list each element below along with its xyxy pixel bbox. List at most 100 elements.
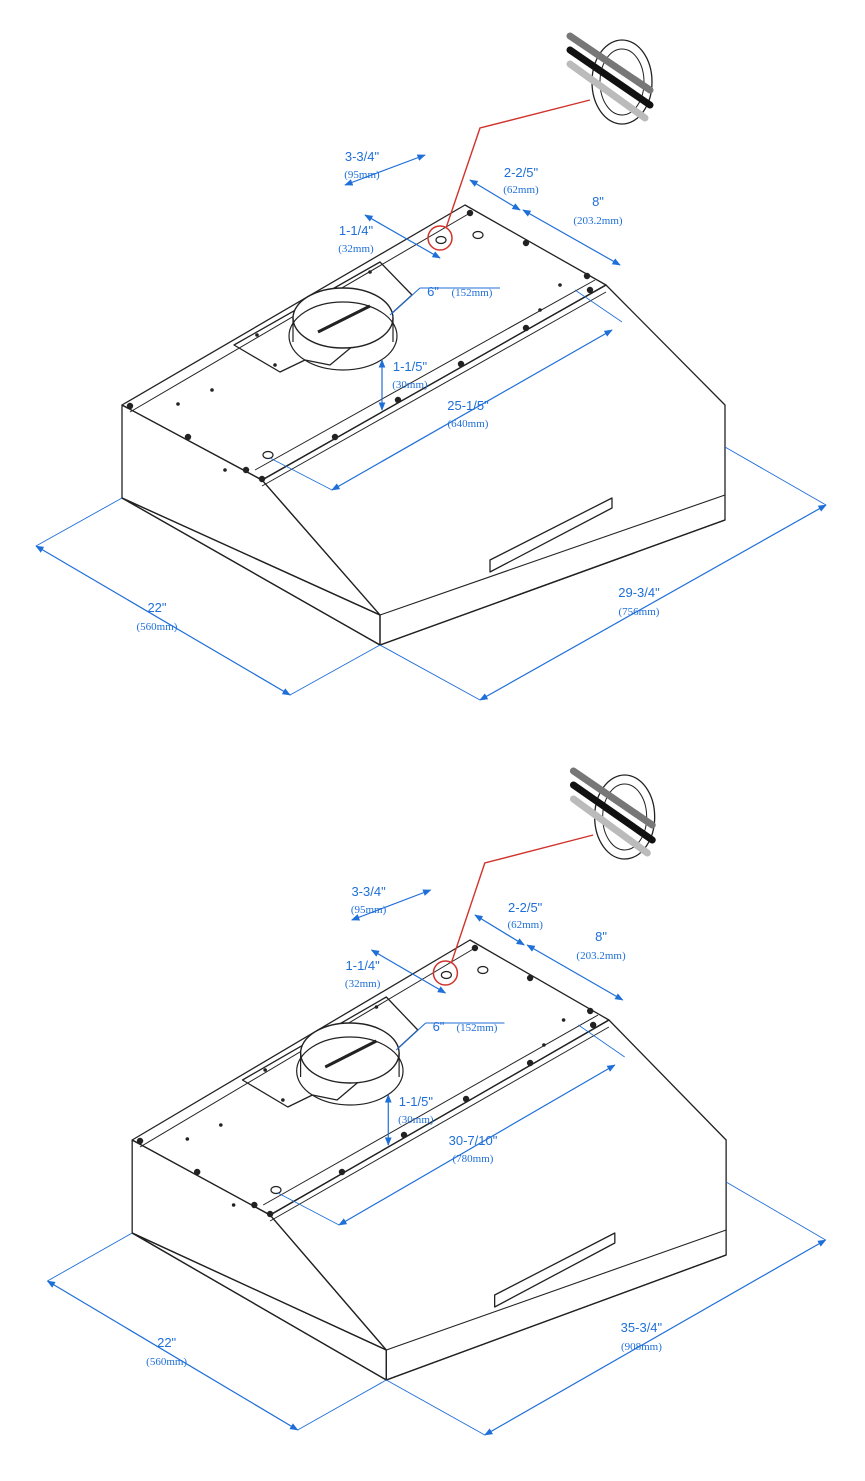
label-mount-width-mm: (640mm)	[448, 418, 489, 430]
screw-6	[457, 360, 465, 368]
label-depth-mm: (560mm)	[146, 1356, 187, 1368]
label-collar-height-mm: (30mm)	[398, 1114, 434, 1126]
rear-offset-dimension-line	[526, 944, 624, 1001]
label-rear-offset-mm: (203.2mm)	[576, 950, 626, 962]
top-panel	[131, 939, 610, 1216]
hole-6	[273, 363, 277, 367]
label-duct-offset-mm: (95mm)	[344, 169, 380, 181]
cable-2	[566, 60, 649, 122]
front-crease	[379, 494, 726, 616]
width-dimension-line	[479, 504, 827, 701]
label-depth-mm: (560mm)	[137, 621, 178, 633]
hole-3	[368, 270, 372, 274]
lower-edge	[131, 1232, 727, 1381]
mount-ext-left	[277, 1192, 340, 1226]
hole-5	[558, 283, 562, 287]
damper-hinge	[324, 1039, 378, 1069]
label-hole-offset-mm: (32mm)	[338, 243, 374, 255]
left-side-face	[121, 404, 381, 616]
screw-8	[586, 286, 594, 294]
screw-3	[266, 1210, 274, 1218]
label-duct-offset-in: 3-3/4"	[351, 884, 386, 899]
hole-2	[263, 1068, 267, 1072]
hole-2	[255, 333, 259, 337]
hole-1	[176, 402, 180, 406]
label-collar-height-in: 1-1/5"	[399, 1094, 434, 1109]
cable-0	[566, 32, 654, 94]
screw-9	[583, 272, 591, 280]
hole-5	[561, 1018, 566, 1022]
keyhole-2	[435, 235, 447, 245]
screw-6	[462, 1095, 470, 1103]
keyhole-1	[477, 965, 489, 975]
screw-0	[126, 402, 134, 410]
screw-10	[526, 974, 534, 982]
vent-slot	[493, 1232, 616, 1308]
callout-circle	[427, 225, 453, 251]
cable-0	[569, 767, 656, 829]
screw-7	[526, 1059, 534, 1067]
label-duct-diameter-mm: (152mm)	[452, 287, 493, 299]
hood-diagram-1: 3-3/4"(95mm)2-2/5"(62mm)8"(203.2mm)1-1/4…	[35, 32, 827, 701]
callout-circle	[432, 960, 459, 986]
duct-offset-dimension-line	[344, 154, 426, 186]
width-dimension-line	[484, 1239, 827, 1436]
label-width-in: 35-3/4"	[621, 1320, 663, 1335]
duct-diameter-leader	[389, 287, 421, 316]
label-duct-offset-in: 3-3/4"	[345, 149, 380, 164]
screw-5	[394, 396, 402, 404]
cable-1	[566, 46, 654, 109]
screw-9	[586, 1007, 594, 1015]
hole-6	[281, 1098, 285, 1102]
label-rear-offset-in: 8"	[592, 194, 604, 209]
mount-width-dimension-line	[331, 329, 613, 491]
mount-ext-right	[578, 1024, 625, 1058]
hole-7	[231, 1203, 236, 1207]
label-duct-diameter-mm: (152mm)	[456, 1022, 497, 1034]
front-crease	[386, 1229, 727, 1351]
width-ext-left	[379, 644, 481, 701]
screw-8	[589, 1021, 597, 1029]
label-depth-in: 22"	[147, 600, 166, 615]
vent-slot	[489, 497, 613, 573]
top-panel	[121, 204, 607, 481]
label-hole-spacing-mm: (62mm)	[503, 184, 539, 196]
mount-width-dimension-line	[338, 1064, 616, 1226]
hole-spacing-dimension-line	[474, 914, 525, 946]
label-duct-diameter-in: 6"	[433, 1019, 445, 1034]
label-depth-in: 22"	[157, 1335, 176, 1350]
screw-2	[251, 1201, 258, 1209]
depth-ext-left	[47, 1232, 133, 1282]
label-hole-spacing-in: 2-2/5"	[508, 900, 543, 915]
label-duct-offset-mm: (95mm)	[351, 904, 387, 916]
callout-leader	[445, 99, 591, 229]
label-width-in: 29-3/4"	[618, 585, 660, 600]
hole-1	[185, 1137, 190, 1141]
depth-ext-right	[297, 1379, 387, 1431]
callout-leader	[450, 834, 594, 964]
label-width-mm: (756mm)	[619, 606, 660, 618]
label-rear-offset-in: 8"	[595, 929, 607, 944]
keyhole-0	[262, 450, 274, 460]
cable-2	[569, 795, 651, 857]
keyhole-0	[270, 1185, 282, 1195]
damper-hinge	[317, 304, 371, 334]
rear-offset-dimension-line	[522, 209, 621, 266]
label-mount-width-in: 30-7/10"	[449, 1133, 498, 1148]
hole-offset-dimension-line	[364, 214, 441, 259]
depth-dimension-line	[46, 1280, 299, 1431]
hole-offset-dimension-line	[370, 949, 447, 994]
label-duct-diameter-in: 6"	[427, 284, 439, 299]
hole-4	[538, 308, 542, 312]
hole-3	[374, 1005, 379, 1009]
screw-7	[522, 324, 530, 332]
screw-10	[522, 239, 530, 247]
hole-4	[542, 1043, 546, 1047]
duct-diameter-leader	[395, 1022, 427, 1051]
screw-4	[331, 433, 339, 441]
mount-ext-left	[269, 457, 333, 491]
keyhole-2	[440, 970, 452, 980]
hole-0	[210, 388, 214, 392]
hole-spacing-dimension-line	[469, 179, 521, 211]
